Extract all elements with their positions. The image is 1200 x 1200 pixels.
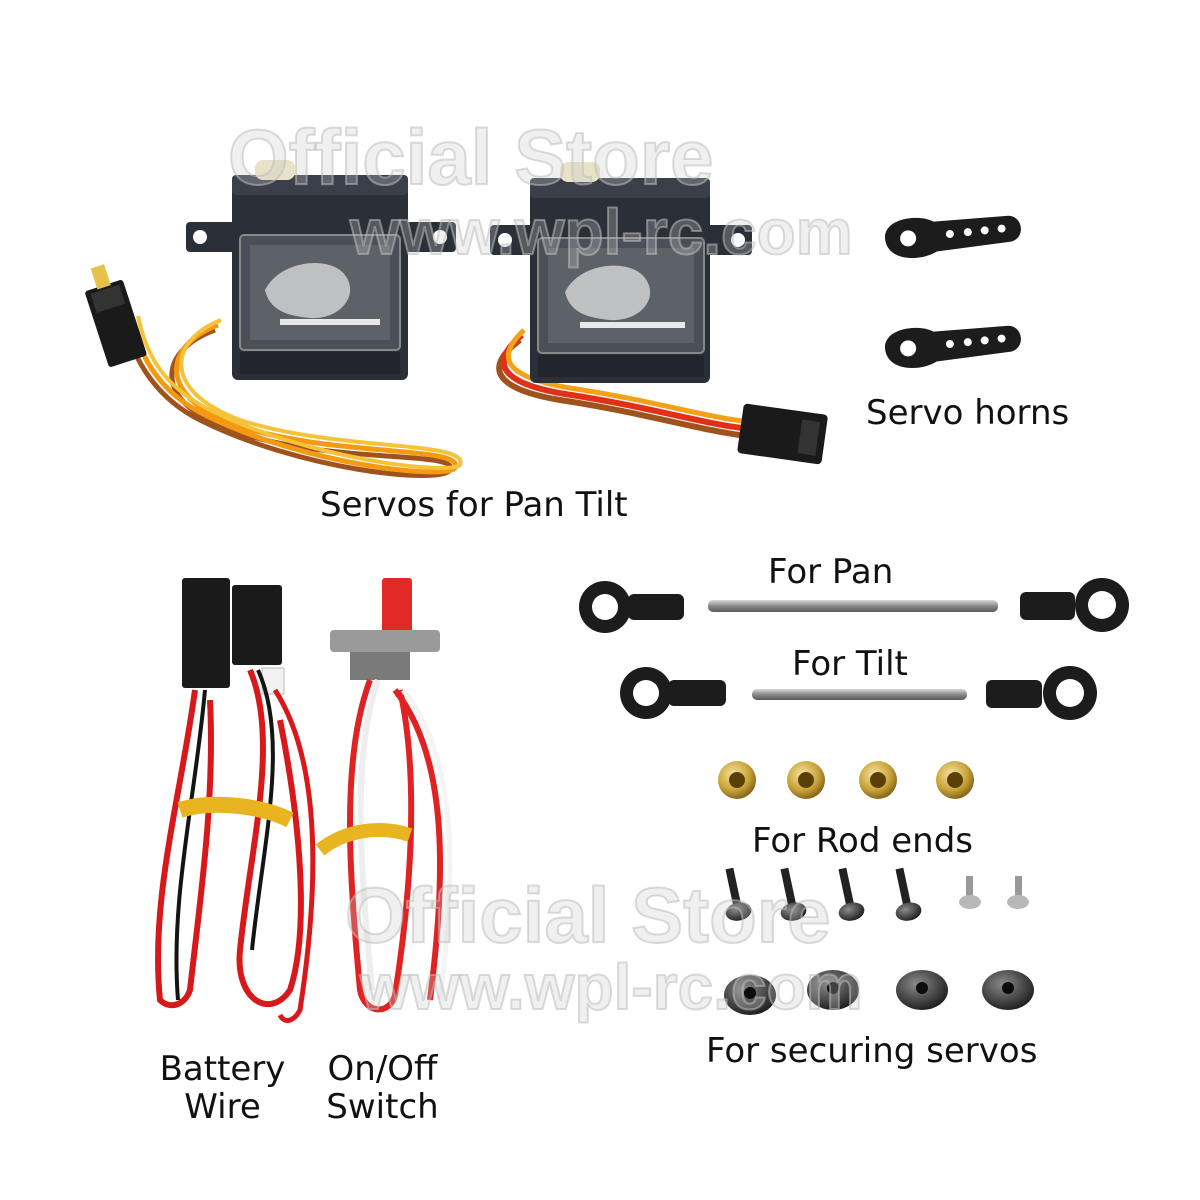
pan-linkage [579, 578, 1129, 633]
label-on-off-switch: On/Off Switch [310, 1050, 455, 1126]
servo-horns [885, 215, 1021, 368]
watermark-store-top: Official Store [227, 112, 714, 202]
battery-wire [155, 578, 316, 1023]
label-switch-line1: On/Off [327, 1049, 438, 1089]
on-off-switch [315, 578, 453, 1013]
label-battery-wire: Battery Wire [150, 1050, 295, 1126]
watermark-store-bottom: Official Store [344, 870, 831, 960]
label-servos: Servos for Pan Tilt [320, 485, 628, 525]
label-battery-line1: Battery [159, 1049, 286, 1089]
servo-right [490, 162, 828, 465]
label-for-pan: For Pan [768, 552, 894, 592]
label-securing-servos: For securing servos [706, 1031, 1038, 1071]
label-battery-line2: Wire [184, 1087, 261, 1127]
watermark-url-bottom: www.wpl-rc.com [359, 950, 864, 1024]
label-for-tilt: For Tilt [792, 644, 908, 684]
watermark-url-top: www.wpl-rc.com [349, 195, 854, 269]
label-switch-line2: Switch [326, 1087, 439, 1127]
label-servo-horns: Servo horns [866, 393, 1070, 433]
brass-bushings [718, 761, 974, 799]
servo-left [85, 160, 463, 479]
screws [724, 867, 1034, 1015]
tilt-linkage [620, 666, 1097, 720]
label-rod-ends: For Rod ends [752, 821, 973, 861]
